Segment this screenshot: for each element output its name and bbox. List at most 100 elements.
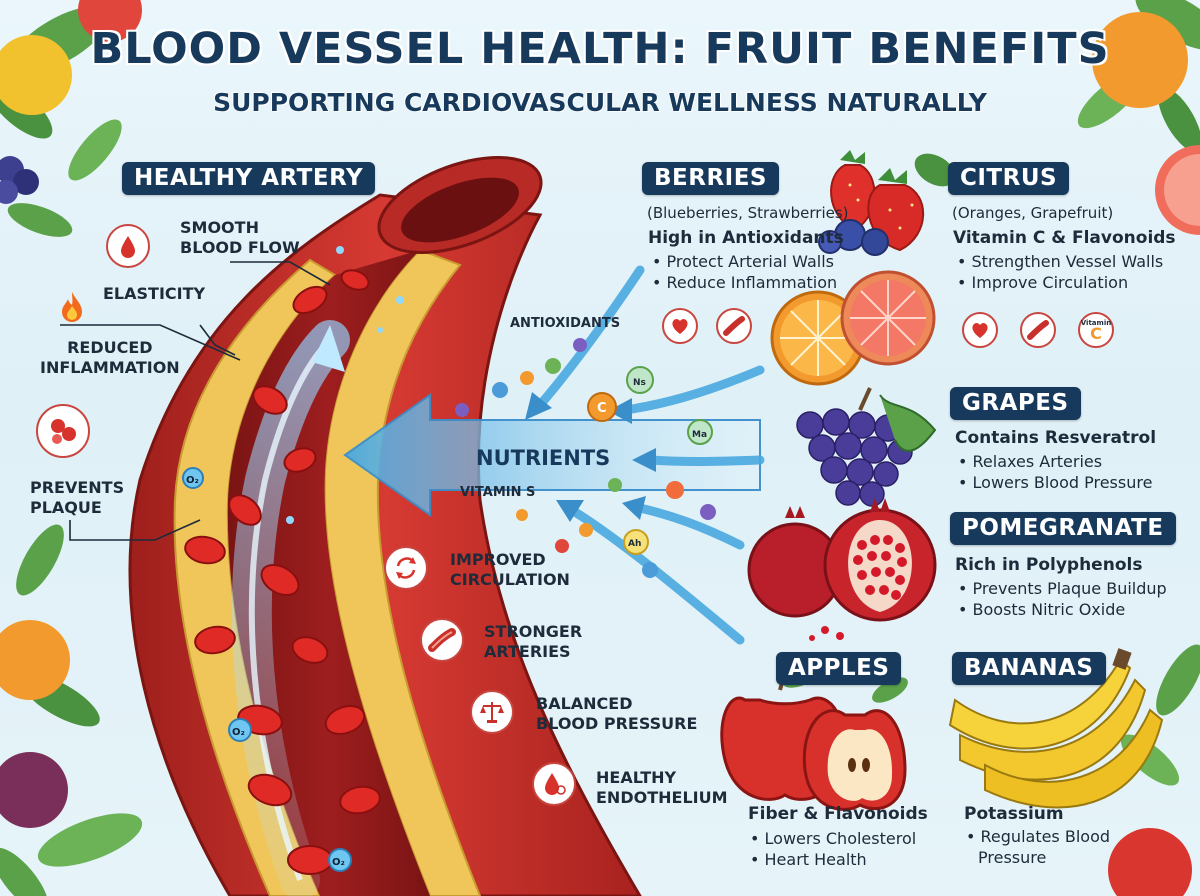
vitamin-label: VITAMIN S [460,485,536,500]
flame-icon [58,290,86,328]
pomegranate-heading: POMEGRANATE [950,512,1176,545]
apple-icon [78,0,142,42]
apples-bullets: • Lowers Cholesterol • Heart Health [750,828,916,870]
blueberry-icon [818,219,889,256]
orange-icon [1092,12,1188,108]
vitamin-icon-text: Vitamin [1080,319,1112,327]
artery-plaque-layer [323,248,482,896]
label-line: ENDOTHELIUM [596,788,728,807]
bullet-item: • Regulates Blood [966,827,1111,846]
label-line: CIRCULATION [450,570,570,589]
smooth-blood-flow-label: SMOOTH BLOOD FLOW [180,218,300,258]
healthy-endothelium-label: HEALTHY ENDOTHELIUM [596,768,728,808]
vessel-icon [1020,312,1056,348]
lemon-icon [0,35,72,115]
bullet-item: • Relaxes Arteries [958,452,1103,471]
pomegranate-bullets: • Prevents Plaque Buildup • Boosts Nitri… [958,578,1167,620]
page-title: BLOOD VESSEL HEALTH: FRUIT BENEFITS [90,24,1110,74]
bullet-item: • Strengthen Vessel Walls [957,252,1164,271]
apples-heading: APPLES [776,652,902,685]
blood-cells-icon [36,404,90,458]
bananas-bullets: • Regulates Blood Pressure [966,826,1110,868]
vitamin-c-icon: Vitamin C [1078,312,1114,348]
berries-headline: High in Antioxidants [648,228,844,248]
drop-icon [106,224,150,268]
vitamin-icon-letter: C [1090,324,1102,343]
orange-icon [0,620,70,700]
endothelium-drop-icon [532,762,576,806]
grapefruit-half-icon [840,270,936,366]
scale-icon [470,690,514,734]
grapes-heading: GRAPES [950,387,1081,420]
plum-icon [0,752,68,828]
o2-label: O₂ [186,475,199,486]
citrus-subtitle: (Oranges, Grapefruit) [952,204,1114,222]
big-nutrient-arrow [343,393,761,517]
blueberry-icon [0,156,39,204]
heart-icon [962,312,998,348]
berries-bullets: • Protect Arterial Walls • Reduce Inflam… [652,251,837,293]
bullet-item: • Improve Circulation [957,273,1129,292]
label-line: BLOOD FLOW [180,238,300,257]
label-line: ARTERIES [484,642,571,661]
red-blood-cells [184,269,381,875]
label-line: BALANCED [536,694,633,713]
page-subtitle: SUPPORTING CARDIOVASCULAR WELLNESS NATUR… [213,88,987,117]
o2-label: O₂ [332,857,345,868]
bullet-item: • Heart Health [750,850,867,869]
particle-label: Ns [633,378,646,388]
particle-label: Ah [628,539,641,549]
prevents-plaque-label: PREVENTS PLAQUE [30,478,124,518]
bullet-item: • Lowers Blood Pressure [958,473,1153,492]
particle-label: C [597,401,607,416]
oxygen-bubbles [182,246,404,872]
bullet-item: • Lowers Cholesterol [750,829,917,848]
circulation-arrows-icon [384,546,428,590]
apple-icon [1108,828,1192,896]
balanced-blood-pressure-label: BALANCED BLOOD PRESSURE [536,694,697,734]
particle-label: Ma [692,430,707,440]
apple-icon [720,668,908,811]
bullet-item: • Reduce Inflammation [652,273,838,292]
grapes-headline: Contains Resveratrol [955,428,1157,448]
grapes-bullets: • Relaxes Arteries • Lowers Blood Pressu… [958,451,1152,493]
strawberry-icon [830,150,956,252]
pomegranate-headline: Rich in Polyphenols [955,555,1143,575]
artery-wall-icon [716,308,752,344]
bullet-item: • Protect Arterial Walls [652,252,835,271]
citrus-bullets: • Strengthen Vessel Walls • Improve Circ… [957,251,1163,293]
reduced-inflammation-label: REDUCED INFLAMMATION [40,338,180,378]
pomegranate-icon [747,498,937,641]
label-line: PREVENTS [30,478,125,497]
flow-arrow-icon [312,325,345,372]
label-line: SMOOTH [180,218,259,237]
label-line: REDUCED [67,338,153,357]
leader-lines [60,261,331,541]
label-line: INFLAMMATION [40,358,180,377]
o2-label: O₂ [232,727,245,738]
elasticity-label: ELASTICITY [103,284,206,303]
bullet-item: • Prevents Plaque Buildup [958,579,1167,598]
bananas-heading: BANANAS [952,652,1106,685]
label-line: PLAQUE [30,498,102,517]
grape-leaf-icon [879,394,937,452]
label-line: STRONGER [484,622,583,641]
healthy-artery-heading: HEALTHY ARTERY [122,162,376,195]
label-line: BLOOD PRESSURE [536,714,698,733]
stronger-arteries-label: STRONGER ARTERIES [484,622,582,662]
citrus-heading: CITRUS [948,162,1070,195]
berries-heading: BERRIES [642,162,779,195]
apples-headline: Fiber & Flavonoids [748,804,928,824]
citrus-headline: Vitamin C & Flavonoids [953,228,1176,248]
banana-icon [948,648,1164,809]
antioxidants-label: ANTIOXIDANTS [510,316,621,331]
heart-icon [662,308,698,344]
bullet-item: • Boosts Nitric Oxide [958,600,1126,619]
improved-circulation-label: IMPROVED CIRCULATION [450,550,570,590]
nutrient-particles [455,338,716,578]
